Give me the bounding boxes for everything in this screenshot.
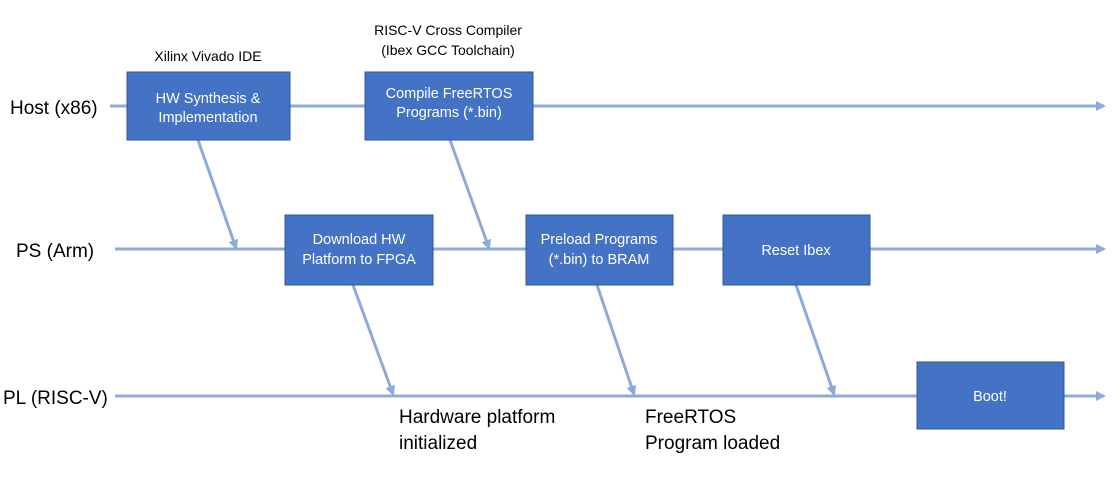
flow-arrow-compile-to-ps xyxy=(448,139,491,250)
note-hw-initialized-line1: Hardware platform xyxy=(399,407,555,428)
step-reset-ibex-label: Reset Ibex xyxy=(761,243,831,259)
step-reset-ibex: Reset Ibex xyxy=(722,214,871,286)
note-hw-initialized-line2: initialized xyxy=(399,433,477,454)
flow-arrow-synthesis-to-ps xyxy=(196,139,239,250)
tool-label-vivado: Xilinx Vivado IDE xyxy=(154,48,261,64)
flow-arrow-download-to-pl xyxy=(351,284,395,396)
step-boot: Boot! xyxy=(916,361,1065,430)
step-boot-label: Boot! xyxy=(973,389,1007,405)
step-compile-freertos-line1: Compile FreeRTOS xyxy=(386,86,513,102)
step-hw-synthesis-line1: HW Synthesis & xyxy=(156,91,261,107)
step-download-hw: Download HW Platform to FPGA xyxy=(284,214,434,286)
lane-label-host: Host (x86) xyxy=(10,98,98,119)
note-program-loaded-line2: Program loaded xyxy=(645,433,780,454)
flow-arrow-reset-to-pl xyxy=(794,284,837,396)
step-compile-freertos: Compile FreeRTOS Programs (*.bin) xyxy=(364,71,534,141)
lane-label-ps: PS (Arm) xyxy=(16,241,94,262)
step-preload-programs-line1: Preload Programs xyxy=(541,232,658,248)
step-preload-programs-line2: (*.bin) to BRAM xyxy=(549,252,650,268)
step-download-hw-line2: Platform to FPGA xyxy=(302,252,416,268)
step-download-hw-line1: Download HW xyxy=(313,232,406,248)
tool-label-cross-compiler-line2: (Ibex GCC Toolchain) xyxy=(381,42,515,58)
step-compile-freertos-line2: Programs (*.bin) xyxy=(396,105,502,121)
note-program-loaded-line1: FreeRTOS xyxy=(645,407,736,428)
step-hw-synthesis: HW Synthesis & Implementation xyxy=(126,71,291,141)
step-preload-programs: Preload Programs (*.bin) to BRAM xyxy=(525,214,674,286)
lane-label-pl: PL (RISC-V) xyxy=(3,388,108,409)
flow-arrow-preload-to-pl xyxy=(595,284,637,396)
tool-label-cross-compiler-line1: RISC-V Cross Compiler xyxy=(374,22,522,38)
step-hw-synthesis-line2: Implementation xyxy=(158,110,257,126)
